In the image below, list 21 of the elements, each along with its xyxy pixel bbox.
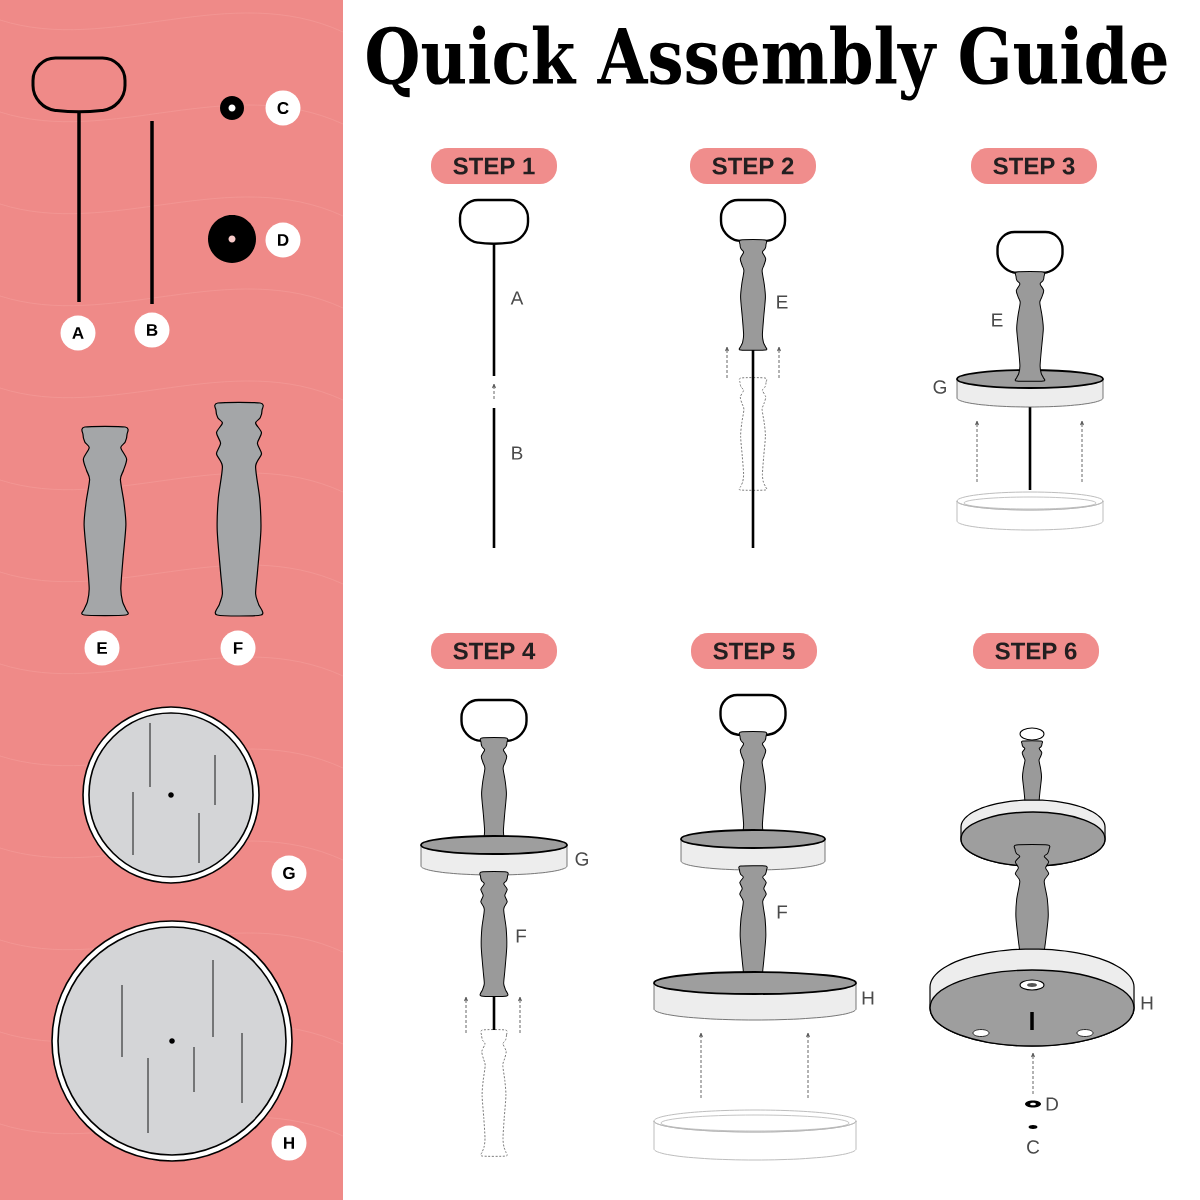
part-letter: D bbox=[1046, 1097, 1058, 1111]
title: Quick Assembly Guide bbox=[367, 25, 1167, 101]
step-pill: STEP 4 bbox=[431, 633, 557, 669]
step-pill: STEP 2 bbox=[690, 148, 816, 184]
step-pill: STEP 5 bbox=[691, 633, 817, 669]
part-letter: G bbox=[575, 852, 588, 866]
part-letter: F bbox=[516, 929, 527, 943]
step-pill: STEP 1 bbox=[431, 148, 557, 184]
part-letter: F bbox=[777, 905, 788, 919]
step-pill: STEP 3 bbox=[971, 148, 1097, 184]
part-letter: H bbox=[862, 991, 874, 1005]
baluster bbox=[81, 425, 129, 617]
part-letter: H bbox=[1141, 996, 1153, 1010]
baluster bbox=[214, 401, 264, 617]
part-letter: E bbox=[992, 313, 1003, 327]
step-pill: STEP 6 bbox=[973, 633, 1099, 669]
part-letter: A bbox=[510, 291, 524, 305]
part-letter: G bbox=[933, 380, 946, 394]
part-letter: C bbox=[1027, 1140, 1040, 1154]
part-letter: B bbox=[512, 446, 523, 460]
part-letter: E bbox=[777, 295, 788, 309]
